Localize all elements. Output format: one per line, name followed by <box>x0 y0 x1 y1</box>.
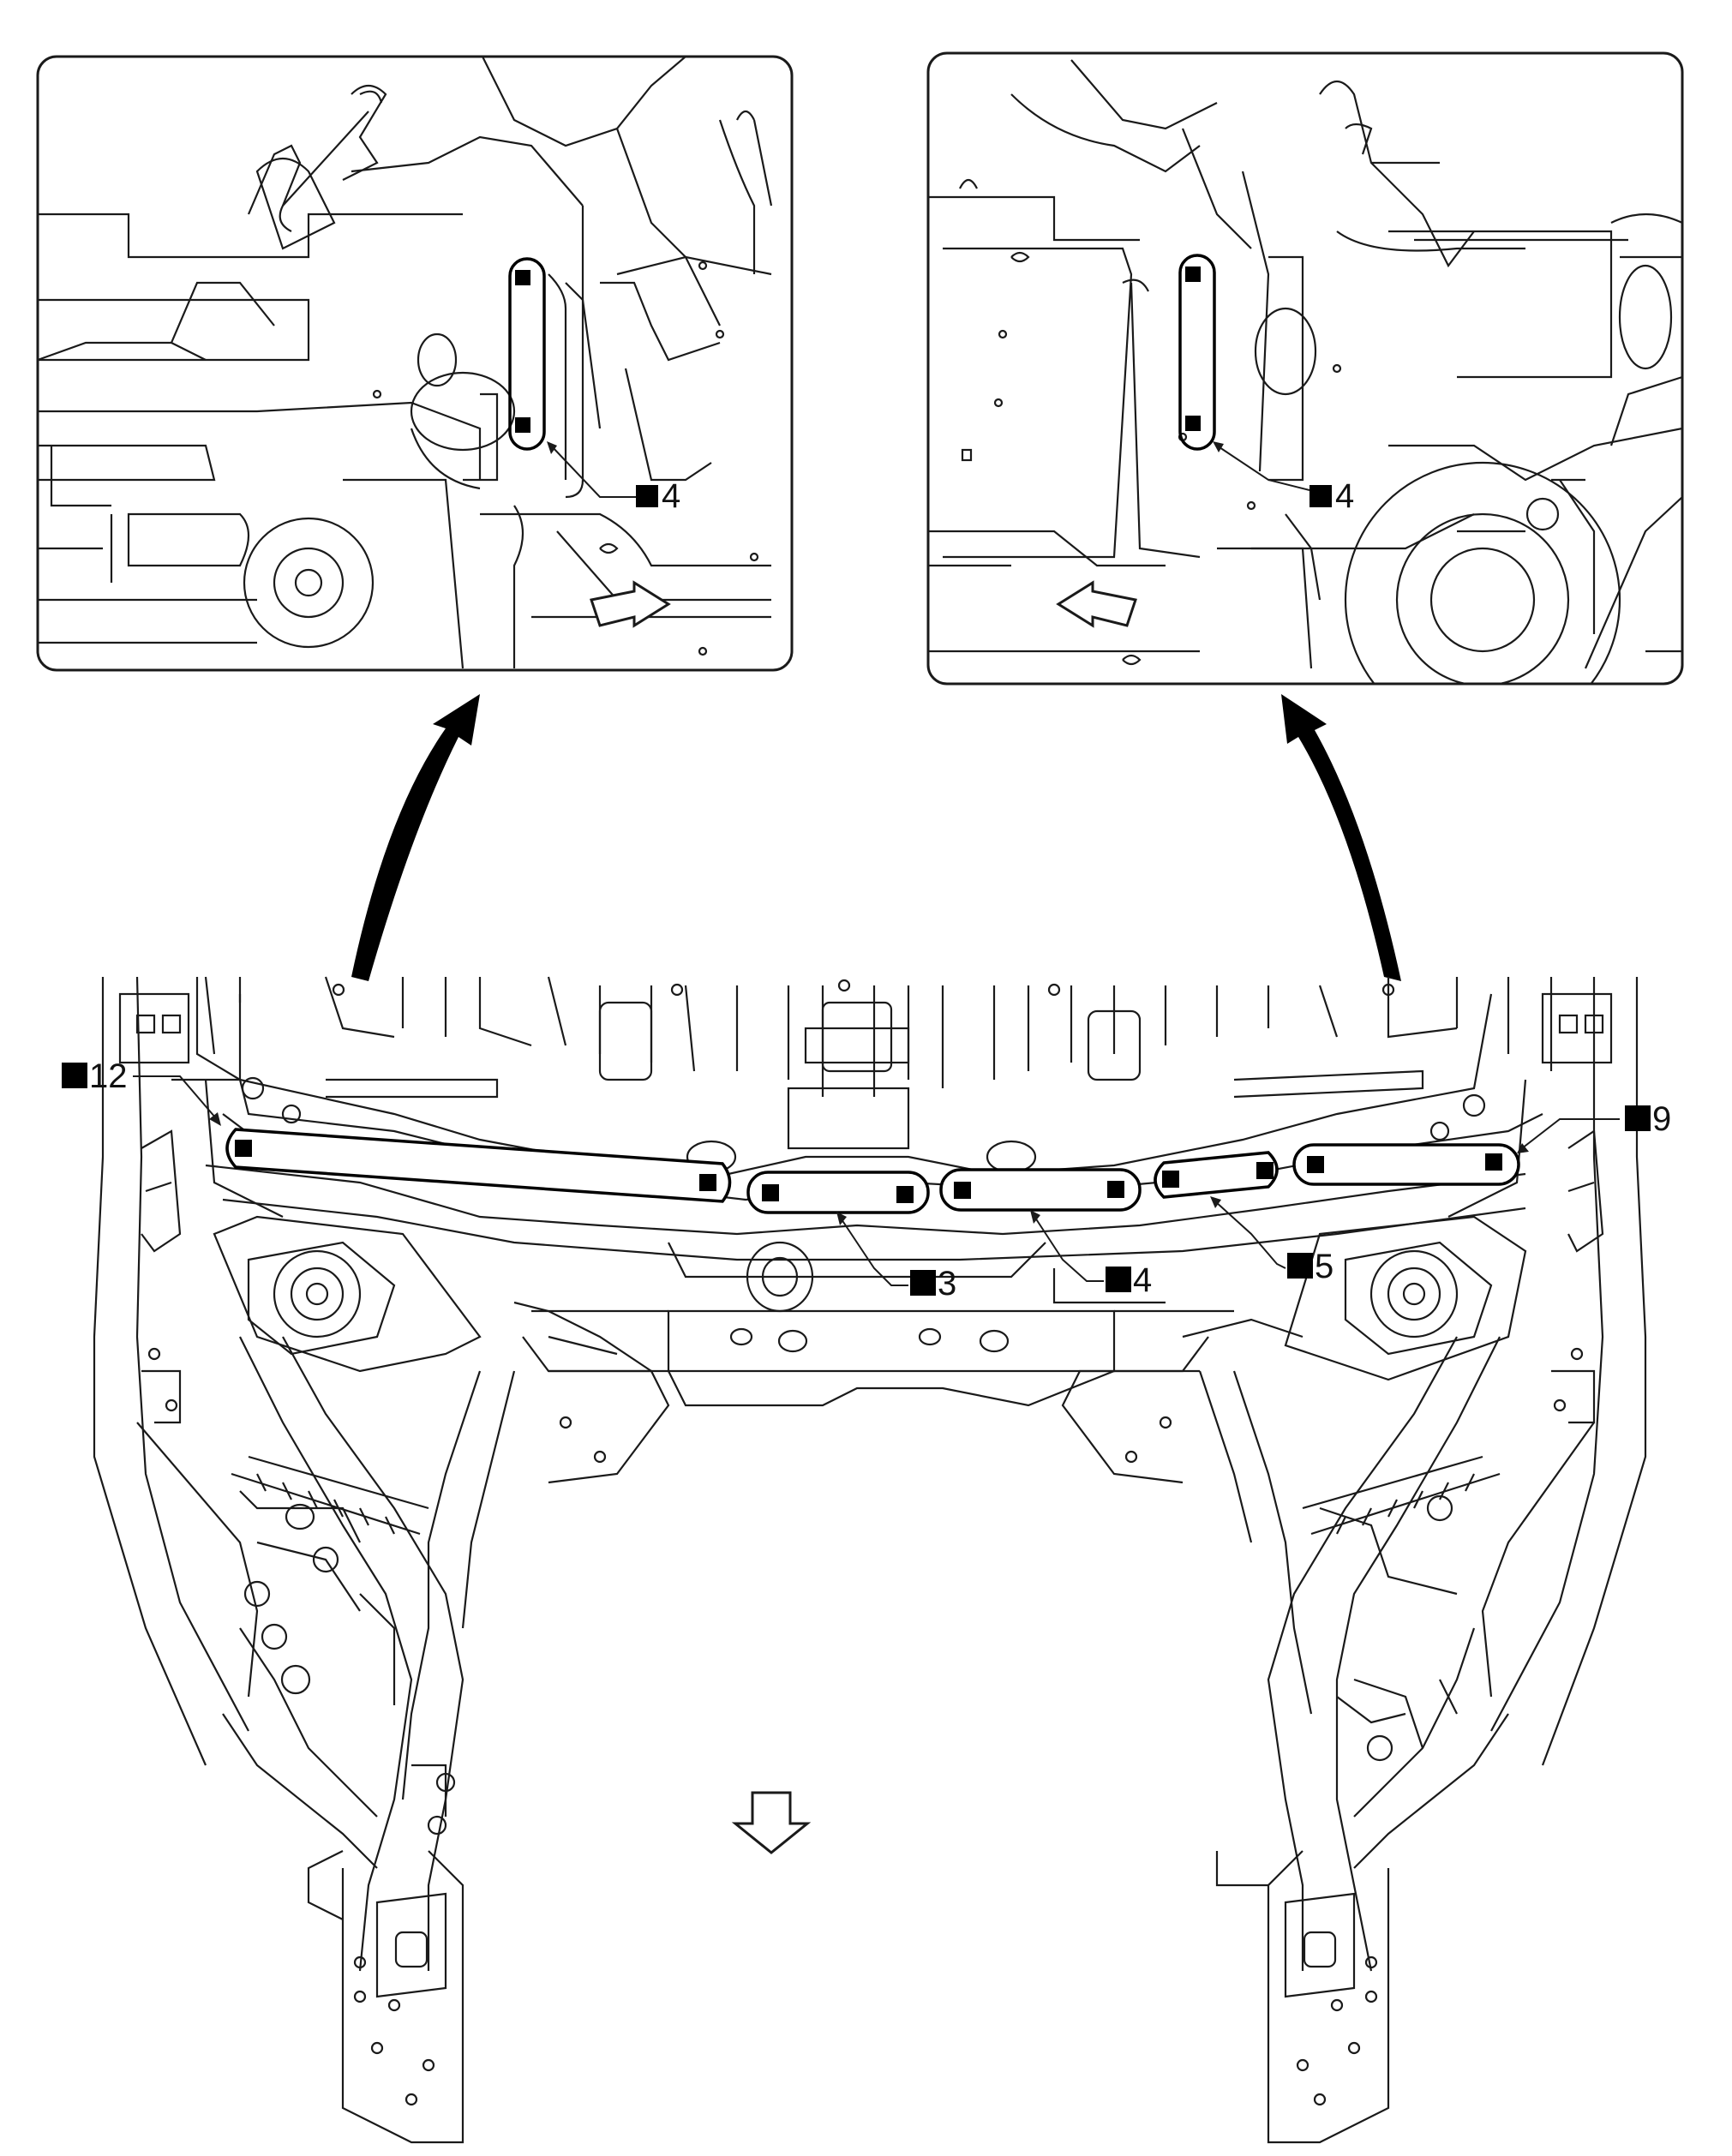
weld-group-outline <box>508 257 546 451</box>
callout-label: 5 <box>1315 1248 1333 1285</box>
callout-label: 9 <box>1652 1100 1671 1138</box>
detail-frame <box>36 55 794 672</box>
callout-marker-square <box>1309 485 1332 507</box>
callout-12: 12 <box>62 1057 221 1126</box>
callout-marker-square <box>1287 1253 1313 1279</box>
weld-point-marker <box>1256 1162 1274 1179</box>
zoom-arrow-right-icon <box>1281 694 1401 981</box>
weld-point-marker <box>762 1184 779 1201</box>
callout-3: 3 <box>836 1212 956 1303</box>
detail-frame <box>926 51 1684 686</box>
callout-label: 12 <box>89 1057 128 1095</box>
callout-label: 3 <box>938 1265 956 1303</box>
weld-point-marker <box>1107 1181 1124 1198</box>
weld-point-marker <box>1185 267 1201 282</box>
callout-label: 4 <box>662 477 680 515</box>
callout-4: 4 <box>1030 1210 1152 1299</box>
callout-label: 4 <box>1335 477 1354 515</box>
weld-point-marker <box>515 417 530 433</box>
weld-group-4 <box>939 1168 1142 1212</box>
weld-group-9 <box>1292 1143 1520 1186</box>
weld-point-marker <box>235 1140 252 1157</box>
weld-group-5 <box>1154 1151 1279 1199</box>
callout-marker-square <box>62 1063 87 1088</box>
front-direction-arrow-icon <box>731 1791 812 1854</box>
weld-point-marker <box>1185 416 1201 431</box>
weld-point-marker <box>1485 1153 1502 1171</box>
callout-5: 5 <box>1210 1196 1333 1285</box>
detail-view-right: 4 <box>926 51 1684 686</box>
callout-marker-square <box>910 1270 936 1296</box>
view-direction-arrow-icon <box>590 580 671 628</box>
weld-group-12 <box>225 1128 732 1203</box>
crossmember-bolt-holes <box>729 1327 1010 1353</box>
callout-9: 9 <box>1517 1100 1671 1153</box>
callout-marker-square <box>1625 1105 1651 1131</box>
weld-point-marker <box>954 1182 971 1199</box>
weld-point-marker <box>896 1186 914 1203</box>
callout-marker-square <box>1106 1267 1131 1292</box>
weld-group-3 <box>746 1171 930 1214</box>
callout-marker-square <box>636 485 658 507</box>
weld-point-marker <box>1307 1156 1324 1173</box>
weld-group-outline <box>1178 254 1216 451</box>
weld-point-marker <box>699 1174 716 1191</box>
zoom-arrow-left-icon <box>351 694 480 981</box>
weld-point-marker <box>1162 1171 1179 1188</box>
callout-label: 4 <box>1133 1261 1152 1299</box>
weld-point-marker <box>515 270 530 285</box>
view-direction-arrow-icon <box>1056 580 1137 628</box>
detail-view-left: 4 <box>36 55 794 672</box>
